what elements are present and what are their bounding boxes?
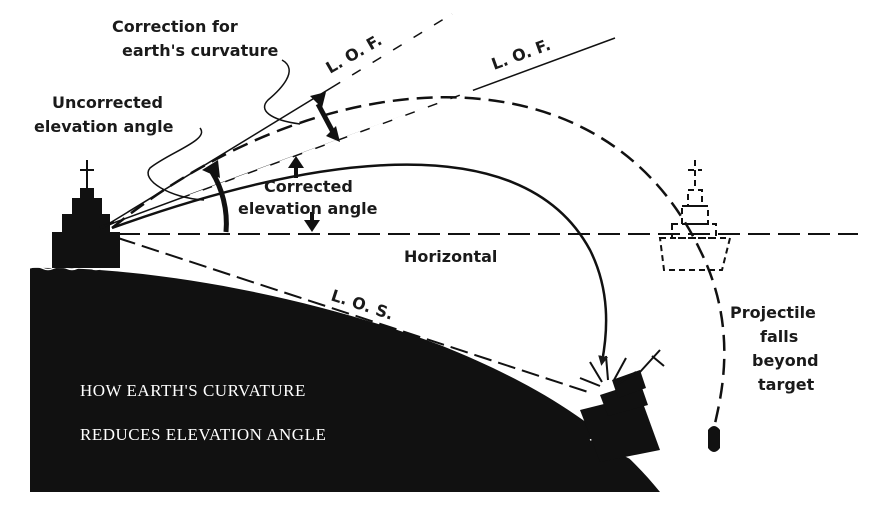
los-line <box>117 237 589 393</box>
lof-upper-label: L. O. F. <box>323 30 386 77</box>
projectile-label-line4: target <box>758 375 815 394</box>
correction-label-line2: earth's curvature <box>122 41 278 60</box>
projectile-label-line3: beyond <box>752 351 819 370</box>
target-ship-hit <box>580 349 665 462</box>
target-ship-outline <box>658 160 732 271</box>
corrected-angle-arrow-up <box>288 156 304 168</box>
earth-curvature <box>30 267 660 492</box>
corrected-label-line2: elevation angle <box>238 199 378 218</box>
correction-label-line1: Correction for <box>112 17 238 36</box>
uncorrected-trajectory <box>111 96 726 429</box>
firing-ship <box>52 160 120 268</box>
corrected-label-line1: Corrected <box>264 177 353 196</box>
leader-correction <box>263 59 301 125</box>
projectile-shell <box>708 426 720 452</box>
corrected-angle-arrow-down <box>304 220 320 232</box>
horizontal-label: Horizontal <box>404 247 497 266</box>
correction-arrow-shaft <box>315 102 337 136</box>
projectile-label-line2: falls <box>760 327 798 346</box>
uncorrected-angle-arrowhead <box>202 160 220 178</box>
lof-uncorrected-dash <box>339 12 453 84</box>
caption-line2: REDUCES ELEVATION ANGLE <box>80 425 326 444</box>
projectile-label-line1: Projectile <box>730 303 816 322</box>
lof-corrected-dash <box>189 86 481 198</box>
correction-arrow-head-bottom <box>326 126 340 142</box>
uncorrected-label-line2: elevation angle <box>34 117 174 136</box>
correction-arrow-head-top <box>310 92 326 108</box>
corrected-trajectory <box>111 163 609 366</box>
caption-line1: HOW EARTH'S CURVATURE <box>80 381 306 400</box>
lof-lower-label: L. O. F. <box>489 35 553 74</box>
uncorrected-angle-arc <box>209 170 229 233</box>
leader-uncorrected <box>147 127 205 201</box>
uncorrected-label-line1: Uncorrected <box>52 93 163 112</box>
